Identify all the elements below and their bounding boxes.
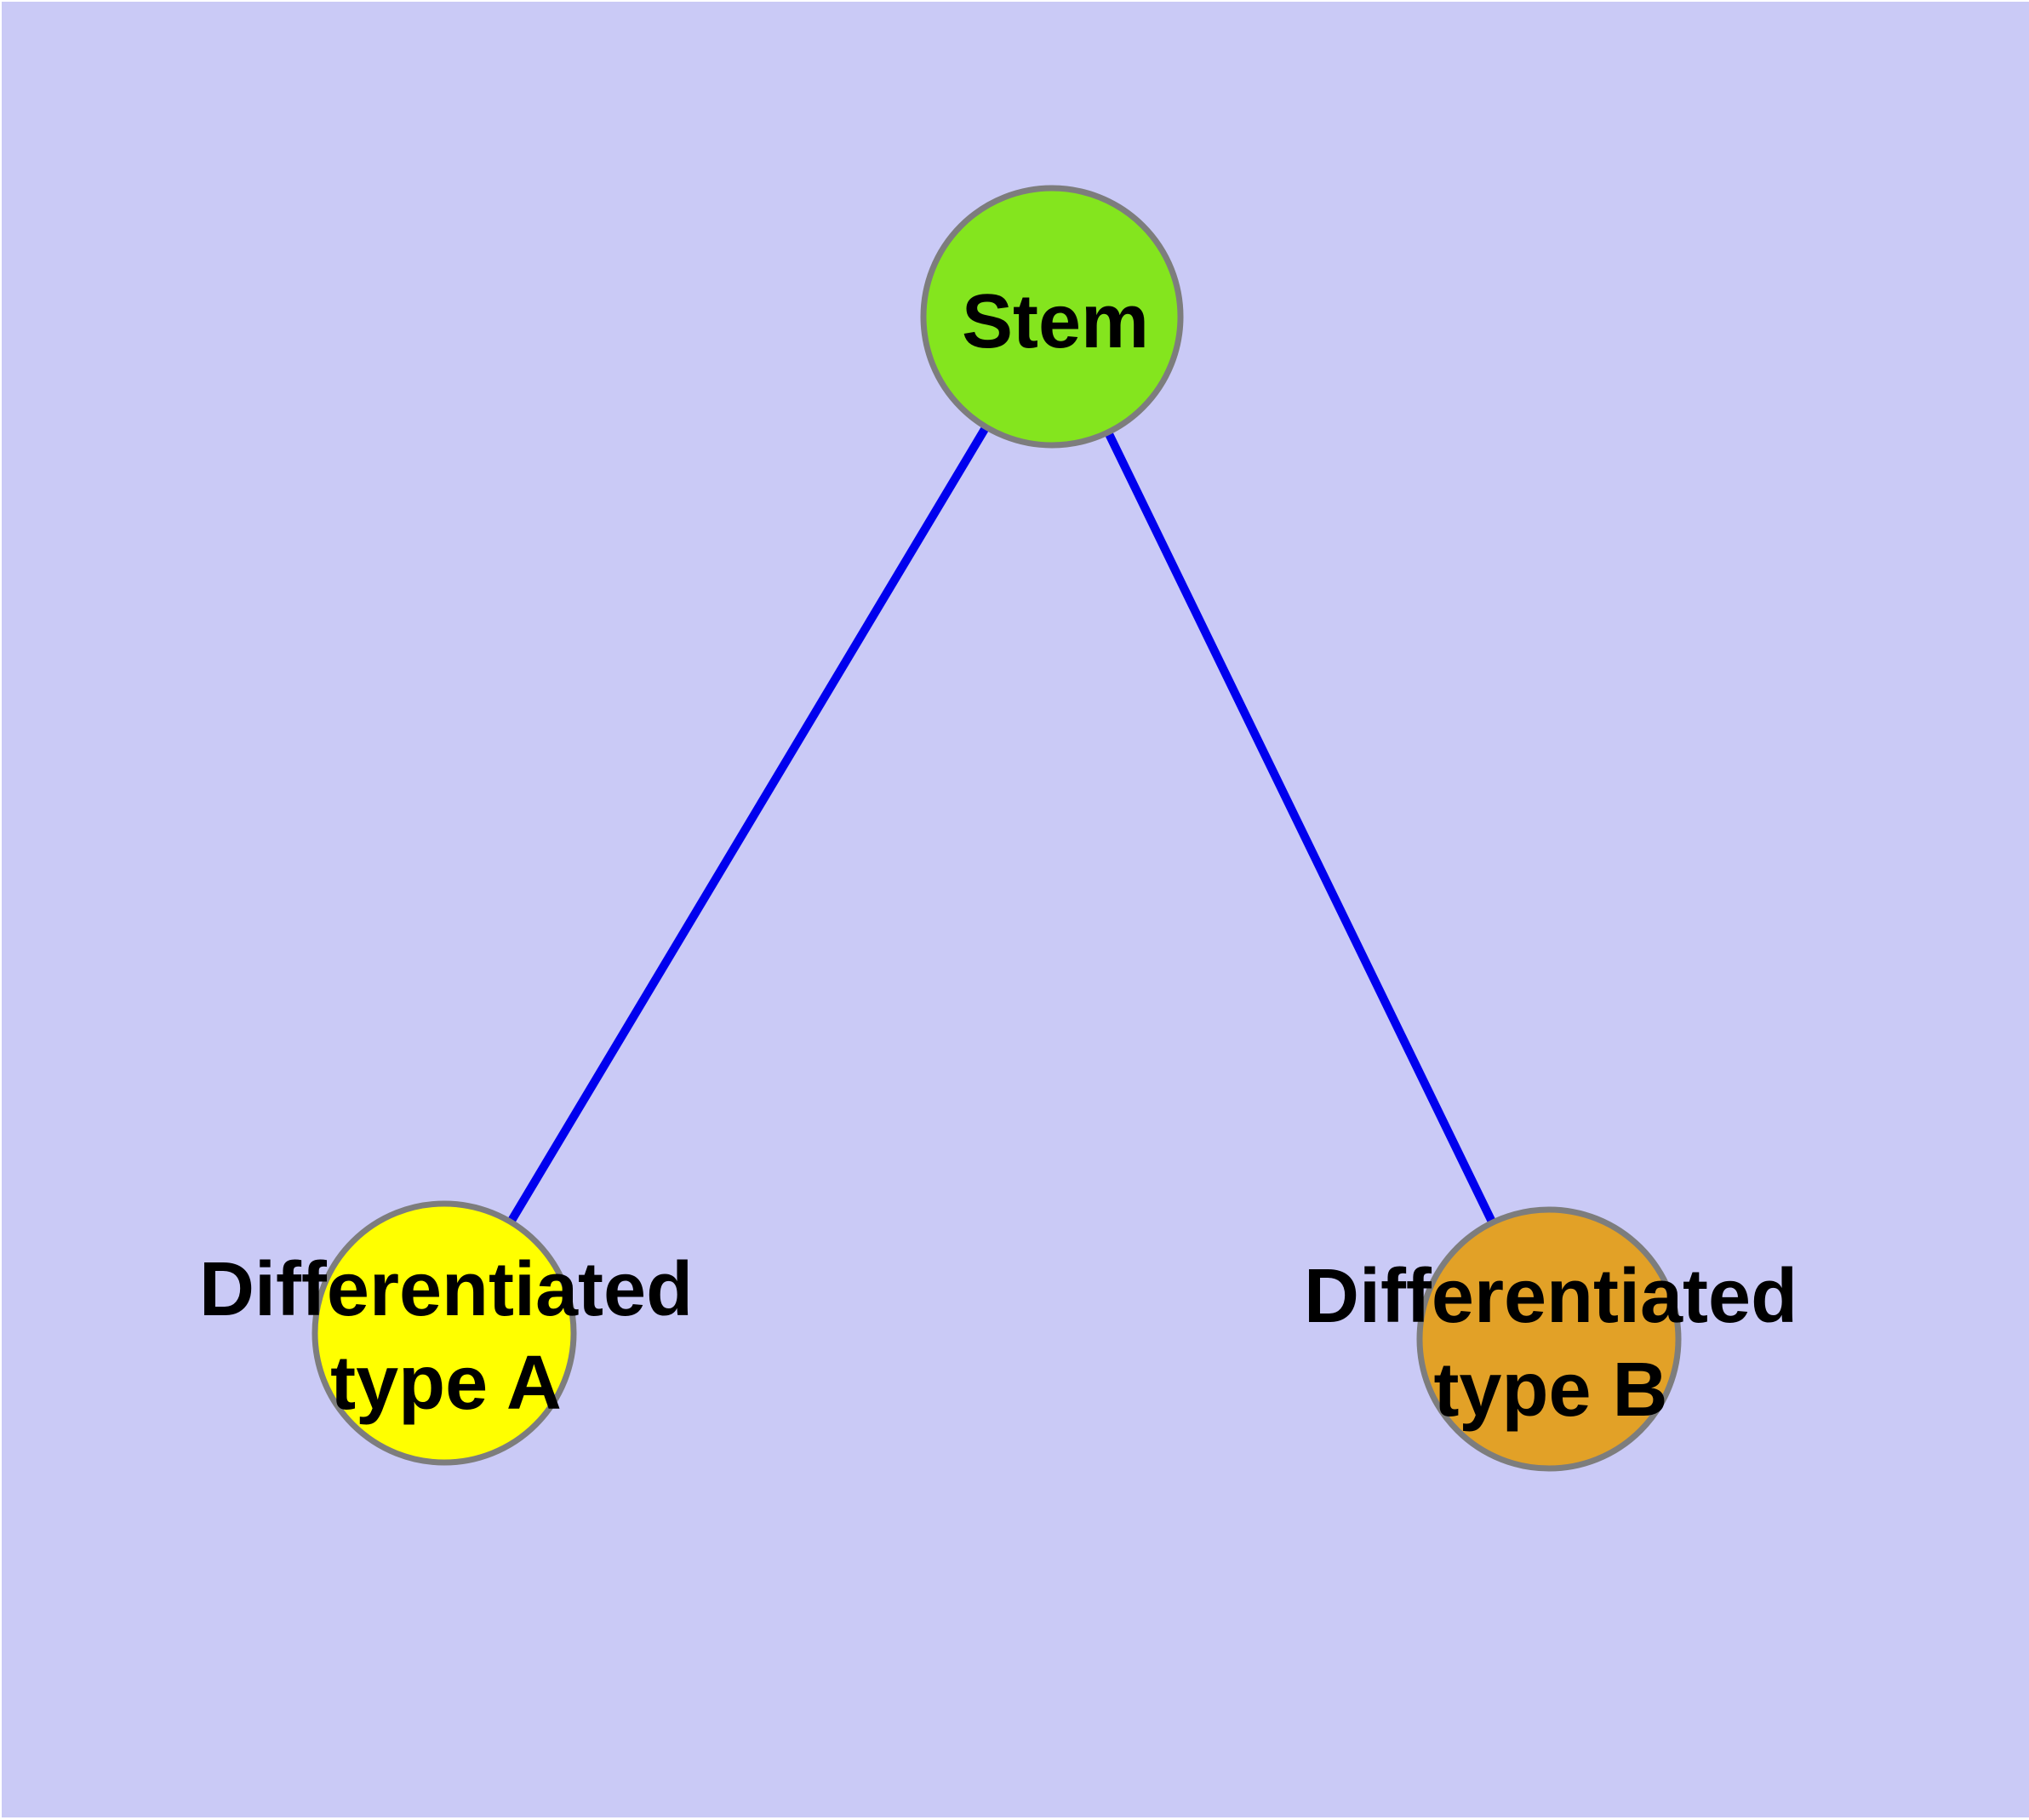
- node-stem: [920, 185, 1184, 449]
- node-differentiated-type-b: [1416, 1206, 1682, 1472]
- node-differentiated-type-a: [311, 1200, 577, 1466]
- node-label-stem: Stem: [961, 279, 1150, 364]
- edge-stem-to-type-b: [1048, 314, 1553, 1342]
- node-label-differentiated-type-a: Differentiated type A: [198, 1247, 694, 1426]
- edge-stem-to-type-a: [440, 314, 1056, 1336]
- node-label-differentiated-type-b: Differentiated type B: [1303, 1254, 1798, 1433]
